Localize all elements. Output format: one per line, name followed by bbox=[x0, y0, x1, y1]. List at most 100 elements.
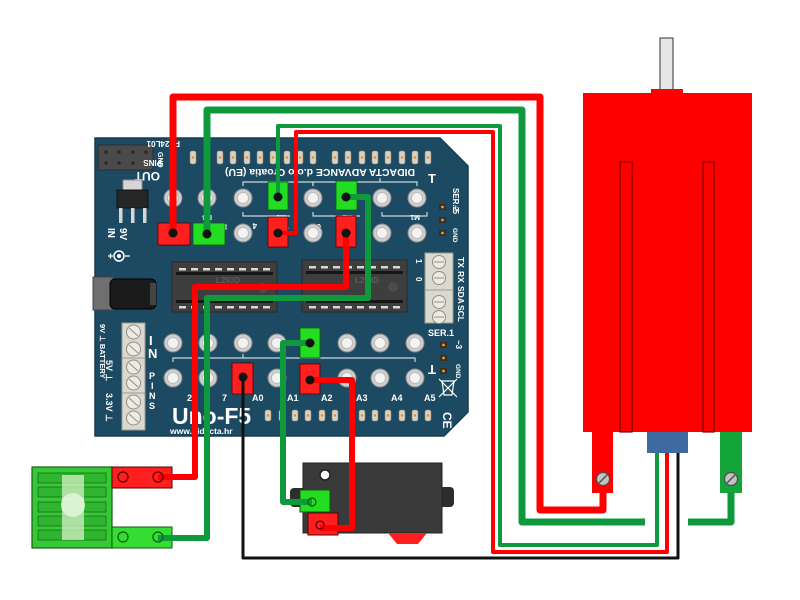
pin-sockets bbox=[163, 188, 427, 388]
pin-bracket bbox=[242, 212, 290, 217]
servo-connector-hole bbox=[315, 520, 325, 530]
led bbox=[256, 150, 264, 165]
motor-slot bbox=[702, 161, 715, 433]
led-row-top bbox=[189, 150, 432, 165]
weee-bin-icon bbox=[438, 378, 458, 398]
pins-label-letter: P bbox=[149, 371, 155, 381]
pins-label-letter: S bbox=[149, 401, 155, 411]
led bbox=[309, 150, 317, 165]
led bbox=[283, 150, 291, 165]
led bbox=[243, 150, 251, 165]
wire-red-to-light-sensor bbox=[158, 233, 349, 480]
servo-connector-hole bbox=[307, 497, 317, 507]
pin-socket bbox=[372, 188, 392, 208]
ser1-label: SER.1 bbox=[428, 328, 454, 338]
board-name: Uno-F5 bbox=[172, 403, 251, 429]
pin-socket bbox=[233, 188, 253, 208]
chip-label: L293D bbox=[216, 276, 240, 285]
manufacturer-label: DIDACTA ADVANCE d.o.o Croatia (EU) bbox=[225, 166, 415, 177]
power-jack bbox=[92, 276, 157, 311]
voltage-regulator bbox=[116, 179, 149, 223]
pin-socket bbox=[405, 368, 425, 388]
pin-socket bbox=[370, 368, 390, 388]
pin-socket bbox=[372, 223, 392, 243]
t-mark: T bbox=[428, 171, 436, 186]
servo-connector-red bbox=[307, 512, 339, 536]
pins-label-letter: I bbox=[151, 381, 154, 391]
out-pin-label: M3 bbox=[276, 213, 286, 220]
led bbox=[344, 150, 352, 165]
pins-label-letter: N bbox=[149, 391, 156, 401]
terminal-hole bbox=[152, 471, 164, 483]
ser2-pin-label: ~5 bbox=[451, 205, 460, 215]
led bbox=[358, 150, 366, 165]
in-pin-label: A3 bbox=[356, 393, 368, 403]
led bbox=[291, 409, 299, 422]
motor-collar bbox=[651, 89, 683, 95]
wire-green-to-servo bbox=[280, 340, 312, 505]
ser1-pin-label: ~3 bbox=[454, 340, 463, 350]
ser1-signal-label: RX bbox=[456, 271, 466, 283]
ce-mark: CE bbox=[440, 412, 454, 429]
ser1-header bbox=[440, 342, 447, 374]
rf24l01-header bbox=[97, 144, 154, 171]
led bbox=[424, 409, 432, 422]
led bbox=[424, 150, 432, 165]
led bbox=[384, 150, 392, 165]
ser1-signal-label: TX bbox=[456, 257, 466, 268]
connector-hole bbox=[341, 228, 351, 238]
motor-encoder bbox=[647, 432, 688, 453]
out-pins-label-line2: PINS bbox=[143, 158, 162, 167]
light-sensor-cell-icon bbox=[61, 493, 85, 517]
pin-socket bbox=[233, 223, 253, 243]
led bbox=[371, 150, 379, 165]
wire-green-out8-to-motor bbox=[203, 106, 645, 526]
ser2-label: SER.2 bbox=[451, 188, 460, 212]
led bbox=[229, 150, 237, 165]
connector-hole bbox=[341, 192, 351, 202]
light-sensor bbox=[31, 466, 173, 549]
pin-socket bbox=[405, 333, 425, 353]
dc-motor bbox=[583, 37, 752, 493]
pin-socket bbox=[407, 188, 427, 208]
ser1-pin-label: GND bbox=[454, 364, 461, 379]
connector-hole bbox=[305, 375, 315, 385]
motor-shaft bbox=[659, 37, 674, 92]
in-pin-label: A0 bbox=[252, 393, 264, 403]
ser1-terminal-label: 1 bbox=[414, 259, 423, 264]
ser2-pin-label: GND bbox=[451, 228, 458, 243]
pin-socket bbox=[370, 333, 390, 353]
board-website: www.didacta.hr bbox=[169, 426, 233, 436]
wire-red-out1-to-motor bbox=[169, 93, 607, 514]
led bbox=[411, 150, 419, 165]
ser2-header bbox=[439, 204, 446, 236]
led bbox=[264, 409, 272, 422]
led bbox=[331, 150, 339, 165]
servo bbox=[290, 462, 454, 544]
led bbox=[371, 409, 379, 422]
pin-bracket bbox=[312, 178, 418, 186]
connector-holes bbox=[152, 192, 351, 543]
rf-header-label: RF24L01 bbox=[146, 139, 180, 148]
led bbox=[398, 409, 406, 422]
ser1-terminal-label: 0 bbox=[414, 277, 423, 282]
wire-green-out8-to-motor-end bbox=[688, 492, 735, 526]
in-pin-label: 2 bbox=[187, 393, 192, 403]
pin-socket bbox=[303, 188, 323, 208]
t-mark: T bbox=[428, 362, 436, 377]
power-terminal-label: 3.3V ⊥ bbox=[104, 393, 114, 422]
wire-red-to-servo bbox=[310, 377, 355, 531]
connector-hole bbox=[273, 228, 283, 238]
led bbox=[304, 409, 312, 422]
motor-body bbox=[583, 93, 752, 432]
wire-green-to-encoder bbox=[276, 124, 659, 547]
pin-bracket bbox=[381, 212, 428, 217]
connector-hole bbox=[273, 192, 283, 202]
ser1-signal-label: SDA bbox=[456, 286, 466, 304]
in-pin-label: A5 bbox=[424, 393, 436, 403]
led bbox=[398, 150, 406, 165]
wires bbox=[158, 93, 735, 560]
dc-polarity-icon bbox=[108, 250, 130, 262]
screw-icon bbox=[595, 471, 611, 487]
